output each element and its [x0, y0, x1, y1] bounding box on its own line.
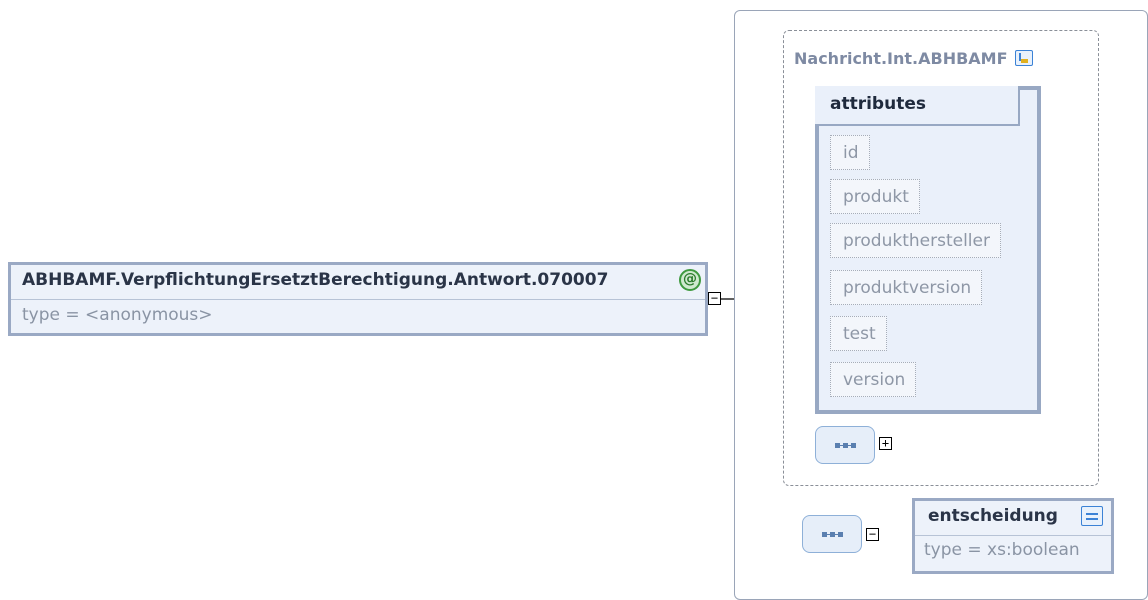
sequence-icon [821, 531, 843, 537]
attribute-produkt[interactable]: produkt [830, 179, 920, 214]
attribute-at-icon: @ [679, 269, 701, 291]
sequence-icon [834, 442, 856, 448]
collapse-sequence-button[interactable]: − [866, 528, 879, 541]
extension-group [783, 30, 1099, 486]
inherited-sequence[interactable] [815, 426, 875, 464]
root-element-name: ABHBAMF.VerpflichtungErsetztBerechtigung… [22, 270, 609, 290]
attributes-header [815, 86, 1020, 126]
attributes-title: attributes [830, 94, 926, 114]
base-type-name: Nachricht.Int.ABHBAMF [794, 48, 1008, 68]
attribute-test[interactable]: test [830, 316, 887, 351]
complex-type-icon [1014, 50, 1033, 66]
root-element-type: type = <anonymous> [22, 305, 213, 325]
attribute-produkthersteller[interactable]: produkthersteller [830, 223, 1001, 258]
entscheidung-element-type: type = xs:boolean [924, 540, 1080, 560]
simple-type-icon [1081, 506, 1103, 526]
collapse-root-button[interactable]: − [708, 292, 721, 305]
attribute-produktversion[interactable]: produktversion [830, 270, 983, 305]
entscheidung-element-name: entscheidung [928, 506, 1058, 526]
attribute-version[interactable]: version [830, 362, 917, 397]
expand-sequence-button[interactable]: + [879, 437, 892, 450]
entscheidung-element-box[interactable] [912, 498, 1114, 574]
entscheidung-divider [915, 535, 1111, 536]
root-divider [11, 299, 705, 300]
base-type-label[interactable]: Nachricht.Int.ABHBAMF [794, 45, 1033, 71]
child-sequence[interactable] [802, 515, 862, 553]
attribute-id[interactable]: id [830, 135, 870, 170]
